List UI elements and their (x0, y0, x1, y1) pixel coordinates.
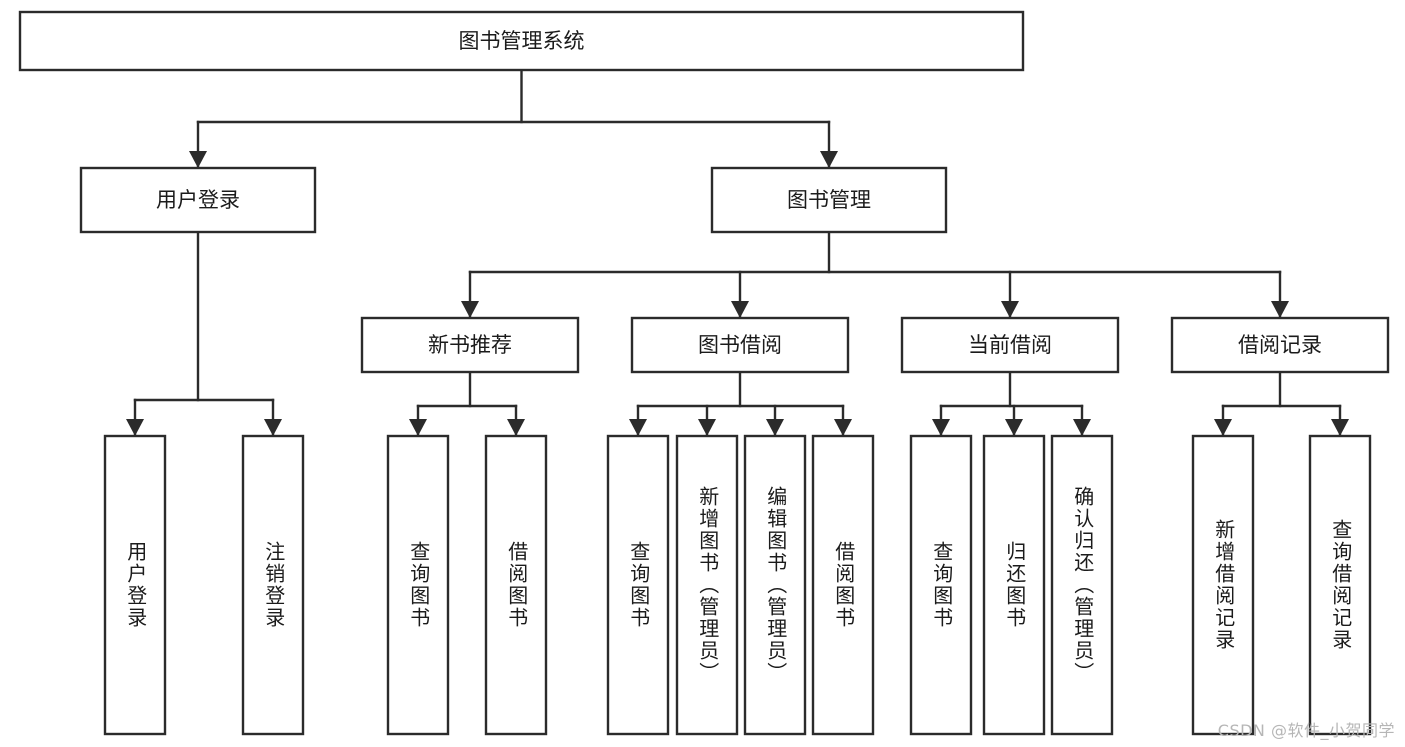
node-label-new-book-rec: 新书推荐 (428, 333, 512, 357)
node-box-layer (18, 10, 1390, 736)
arrow-head-icon (507, 419, 525, 436)
arrow-head-icon (698, 419, 716, 436)
csdn-watermark: CSDN @软件_小贺同学 (1217, 721, 1395, 740)
arrow-head-icon (1073, 419, 1091, 436)
arrow-head-icon (932, 419, 950, 436)
arrow-head-icon (189, 151, 207, 168)
connector-layer (126, 68, 1349, 438)
arrow-head-icon (629, 419, 647, 436)
node-box-user-login[interactable] (79, 166, 317, 234)
arrow-head-icon (461, 301, 479, 318)
node-box-leaf-confirm-return[interactable] (1050, 434, 1114, 736)
arrow-head-icon (766, 419, 784, 436)
arrow-head-icon (1271, 301, 1289, 318)
arrow-head-icon (1001, 301, 1019, 318)
arrow-head-icon (1005, 419, 1023, 436)
node-box-leaf-add-book[interactable] (675, 434, 739, 736)
node-label-root: 图书管理系统 (459, 29, 585, 53)
node-box-leaf-add-record[interactable] (1191, 434, 1255, 736)
arrow-head-icon (1331, 419, 1349, 436)
node-box-book-manage[interactable] (710, 166, 948, 234)
node-label-borrow-record: 借阅记录 (1238, 333, 1322, 357)
arrow-head-icon (834, 419, 852, 436)
node-label-book-manage: 图书管理 (787, 188, 871, 212)
node-label-user-login: 用户登录 (156, 188, 240, 212)
node-box-book-borrow[interactable] (630, 316, 850, 374)
arrow-head-icon (1214, 419, 1232, 436)
arrow-head-icon (820, 151, 838, 168)
node-box-new-book-rec[interactable] (360, 316, 580, 374)
arrow-head-icon (126, 419, 144, 436)
node-box-current-borrow[interactable] (900, 316, 1120, 374)
node-box-leaf-borrow-book-2[interactable] (811, 434, 875, 736)
node-box-borrow-record[interactable] (1170, 316, 1390, 374)
node-box-leaf-query-book-3[interactable] (909, 434, 973, 736)
node-box-leaf-borrow-book-1[interactable] (484, 434, 548, 736)
node-box-leaf-query-record[interactable] (1308, 434, 1372, 736)
arrow-head-icon (409, 419, 427, 436)
node-box-leaf-query-book-2[interactable] (606, 434, 670, 736)
node-box-leaf-edit-book[interactable] (743, 434, 807, 736)
arrow-head-icon (264, 419, 282, 436)
node-box-leaf-return-book[interactable] (982, 434, 1046, 736)
node-box-leaf-query-book-1[interactable] (386, 434, 450, 736)
arrow-head-icon (731, 301, 749, 318)
node-label-book-borrow: 图书借阅 (698, 333, 782, 357)
node-box-root[interactable] (18, 10, 1025, 72)
node-box-leaf-user-logout[interactable] (241, 434, 305, 736)
node-label-current-borrow: 当前借阅 (968, 333, 1052, 357)
node-box-leaf-user-login[interactable] (103, 434, 167, 736)
